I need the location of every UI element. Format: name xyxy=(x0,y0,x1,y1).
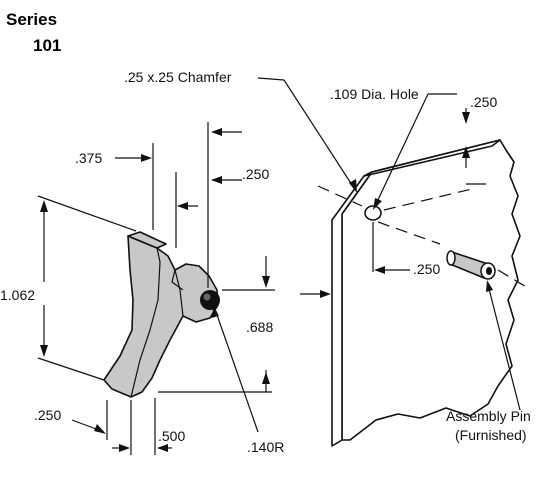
label-hole: .109 Dia. Hole xyxy=(330,86,419,102)
label-250-top: .250 xyxy=(242,166,269,182)
bracket-part xyxy=(103,231,220,398)
plate-dimensions xyxy=(257,77,521,411)
label-250-plate: .250 xyxy=(413,261,440,277)
label-plate-top-250: .250 xyxy=(470,94,497,110)
bracket-dimensions xyxy=(37,122,275,455)
label-furnished: (Furnished) xyxy=(455,427,527,443)
label-688: .688 xyxy=(246,319,273,335)
mounting-plate xyxy=(317,139,529,447)
label-250-left: .250 xyxy=(34,407,61,423)
label-375: .375 xyxy=(75,150,102,166)
series-title: Series xyxy=(6,10,57,29)
label-assembly-pin: Assembly Pin xyxy=(446,408,531,424)
assembly-pin xyxy=(446,250,496,280)
label-140r: .140R xyxy=(247,439,284,455)
series-number: 101 xyxy=(33,36,61,55)
label-1062: 1.062 xyxy=(0,287,35,303)
label-500: .500 xyxy=(158,428,185,444)
label-chamfer: .25 x.25 Chamfer xyxy=(124,69,232,85)
